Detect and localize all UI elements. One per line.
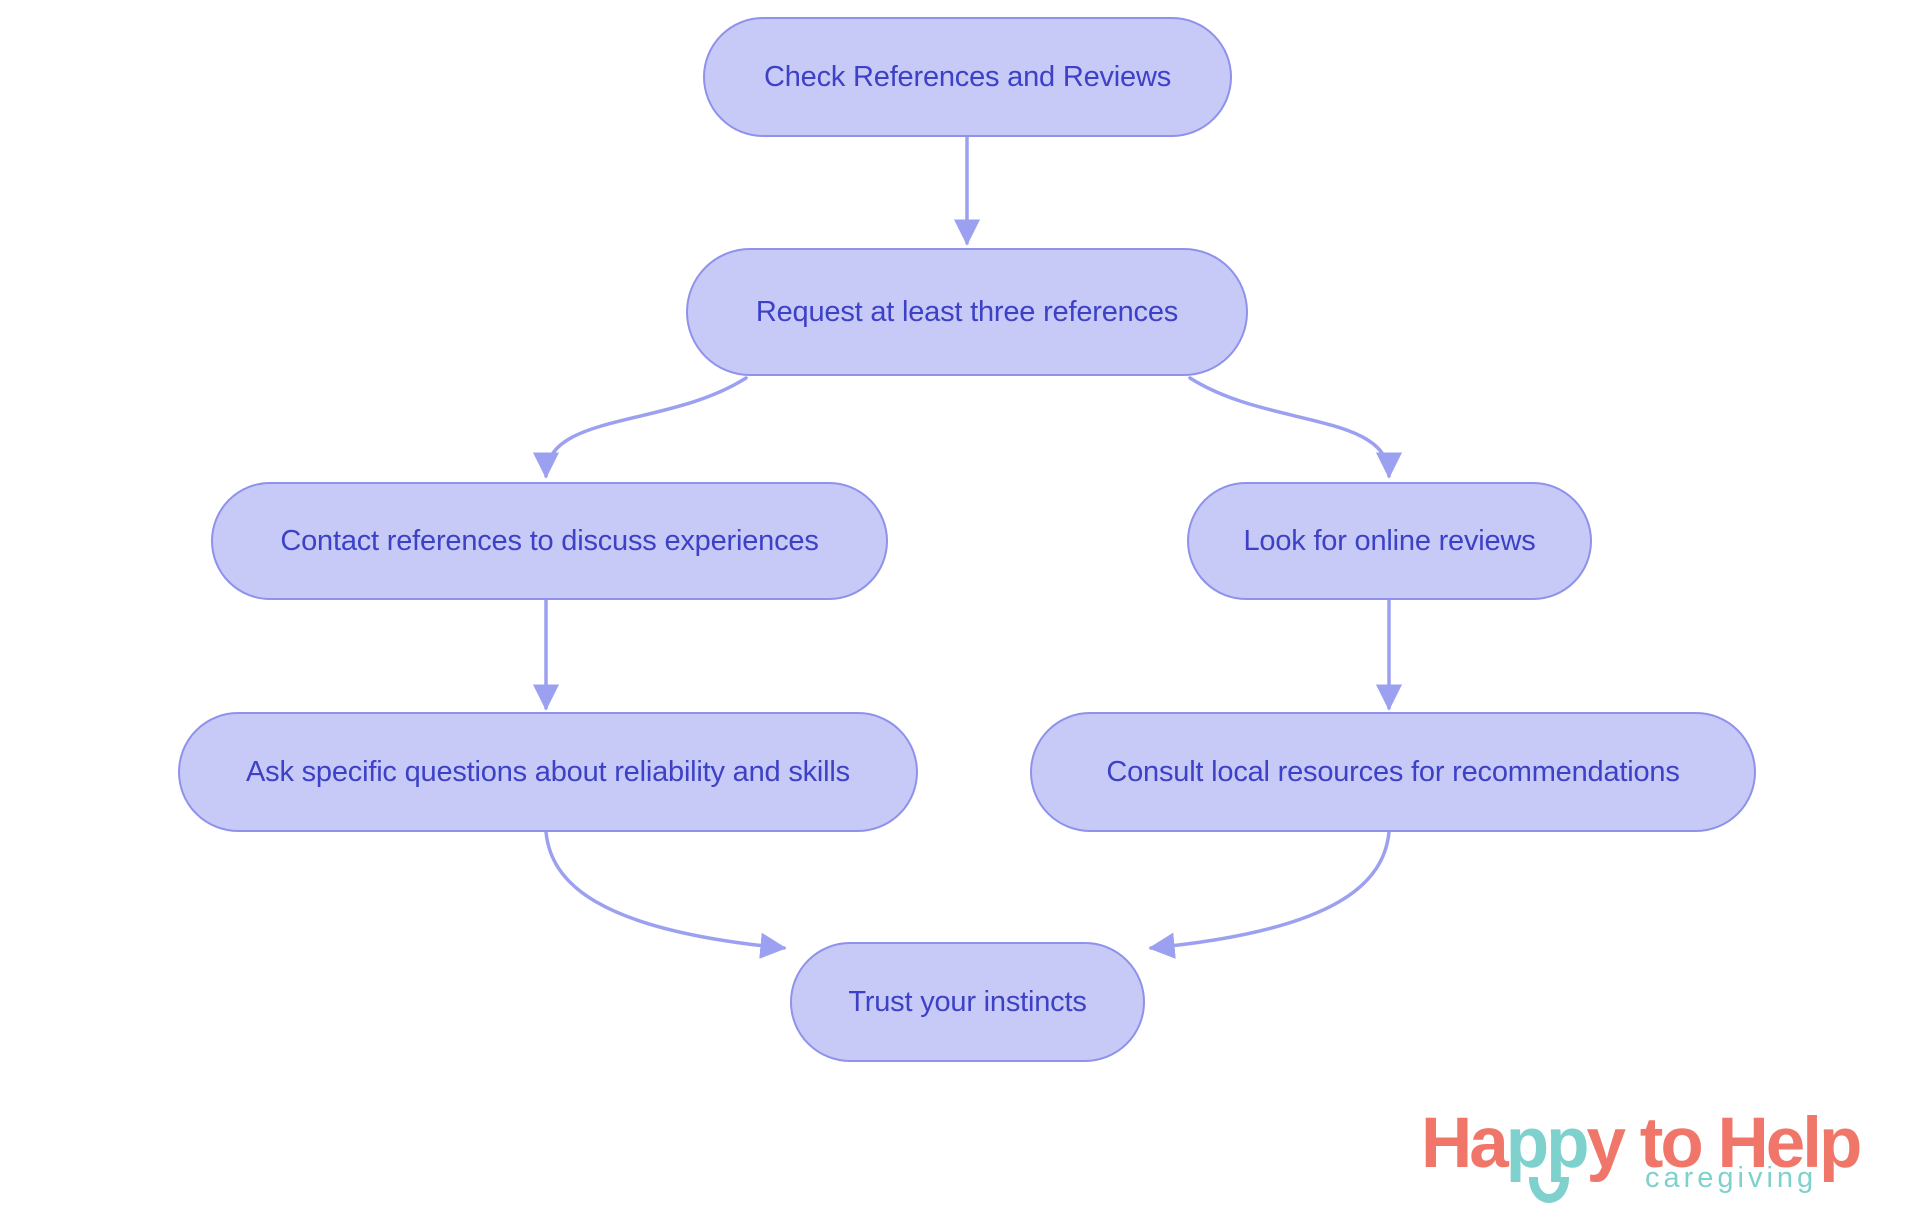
node-trust-your-instincts: Trust your instincts xyxy=(790,942,1145,1062)
edge-request-to-look xyxy=(1188,376,1403,479)
logo-wordmark: Happy to Help xyxy=(1421,1108,1862,1179)
node-look-for-online-reviews: Look for online reviews xyxy=(1187,482,1592,600)
edge-request-to-contact xyxy=(532,376,748,479)
logo-text-coral-end: y to Help xyxy=(1586,1104,1863,1183)
logo-text-teal-pp: pp xyxy=(1505,1104,1590,1183)
smile-icon xyxy=(1529,1177,1569,1203)
node-contact-references: Contact references to discuss experience… xyxy=(211,482,888,600)
edge-ask-to-trust xyxy=(544,830,787,959)
edge-consult-to-trust xyxy=(1148,830,1391,959)
node-consult-local-resources: Consult local resources for recommendati… xyxy=(1030,712,1756,832)
node-request-three-references: Request at least three references xyxy=(686,248,1248,376)
node-check-references-and-reviews: Check References and Reviews xyxy=(703,17,1232,137)
node-ask-specific-questions: Ask specific questions about reliability… xyxy=(178,712,918,832)
logo-text-coral-start: Ha xyxy=(1421,1104,1509,1183)
logo-subtitle: caregiving xyxy=(1645,1162,1818,1194)
happy-to-help-logo: Happy to Help caregiving xyxy=(1421,1108,1891,1208)
